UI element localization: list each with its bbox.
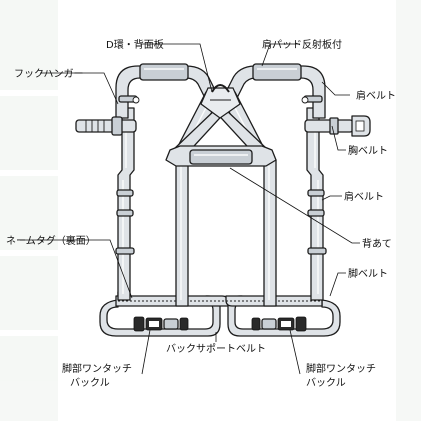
label-leg-buckle-left-line2: バックル: [70, 377, 110, 389]
label-shoulder-belt-lower: 肩ベルト: [344, 190, 384, 203]
label-leg-belt: 脚ベルト: [348, 267, 388, 280]
label-back-support-belt: バックサポートベルト: [166, 343, 266, 355]
label-shoulder-pad-reflector: 肩パッド反射板付: [262, 38, 342, 51]
back-pad-shape: [165, 145, 277, 167]
chest-belt-left: [75, 116, 137, 136]
label-back-pad: 背あて: [362, 237, 392, 250]
inner-back-strap-left: [175, 159, 189, 307]
label-shoulder-belt-right: 肩ベルト: [356, 89, 396, 102]
d-ring-back-plate-shape: [200, 84, 241, 119]
right-main-strap: [306, 107, 324, 301]
leg-buckle-right-shape: [251, 316, 307, 332]
label-leg-buckle-right-line2: バックル: [306, 377, 346, 389]
inner-back-strap-right: [263, 159, 277, 307]
strap-keepers: [115, 95, 327, 255]
leader-lines: [20, 43, 360, 375]
label-d-ring-back-plate: D環・背面板: [106, 38, 164, 51]
left-main-strap: [117, 107, 135, 301]
right-shoulder-loop: [223, 63, 326, 119]
label-leg-buckle-right-line1: 脚部ワンタッチ: [306, 362, 376, 375]
back-support-belt-shape: [115, 295, 323, 307]
label-name-tag: ネームタグ（裏面）: [6, 234, 96, 247]
label-hook-hanger: フックハンガー: [14, 68, 84, 80]
leg-buckle-left-shape: [133, 316, 189, 332]
chest-belt-right: [304, 115, 371, 137]
label-leg-buckle-left-line1: 脚部ワンタッチ: [62, 362, 132, 375]
label-chest-belt: 胸ベルト: [348, 144, 388, 157]
